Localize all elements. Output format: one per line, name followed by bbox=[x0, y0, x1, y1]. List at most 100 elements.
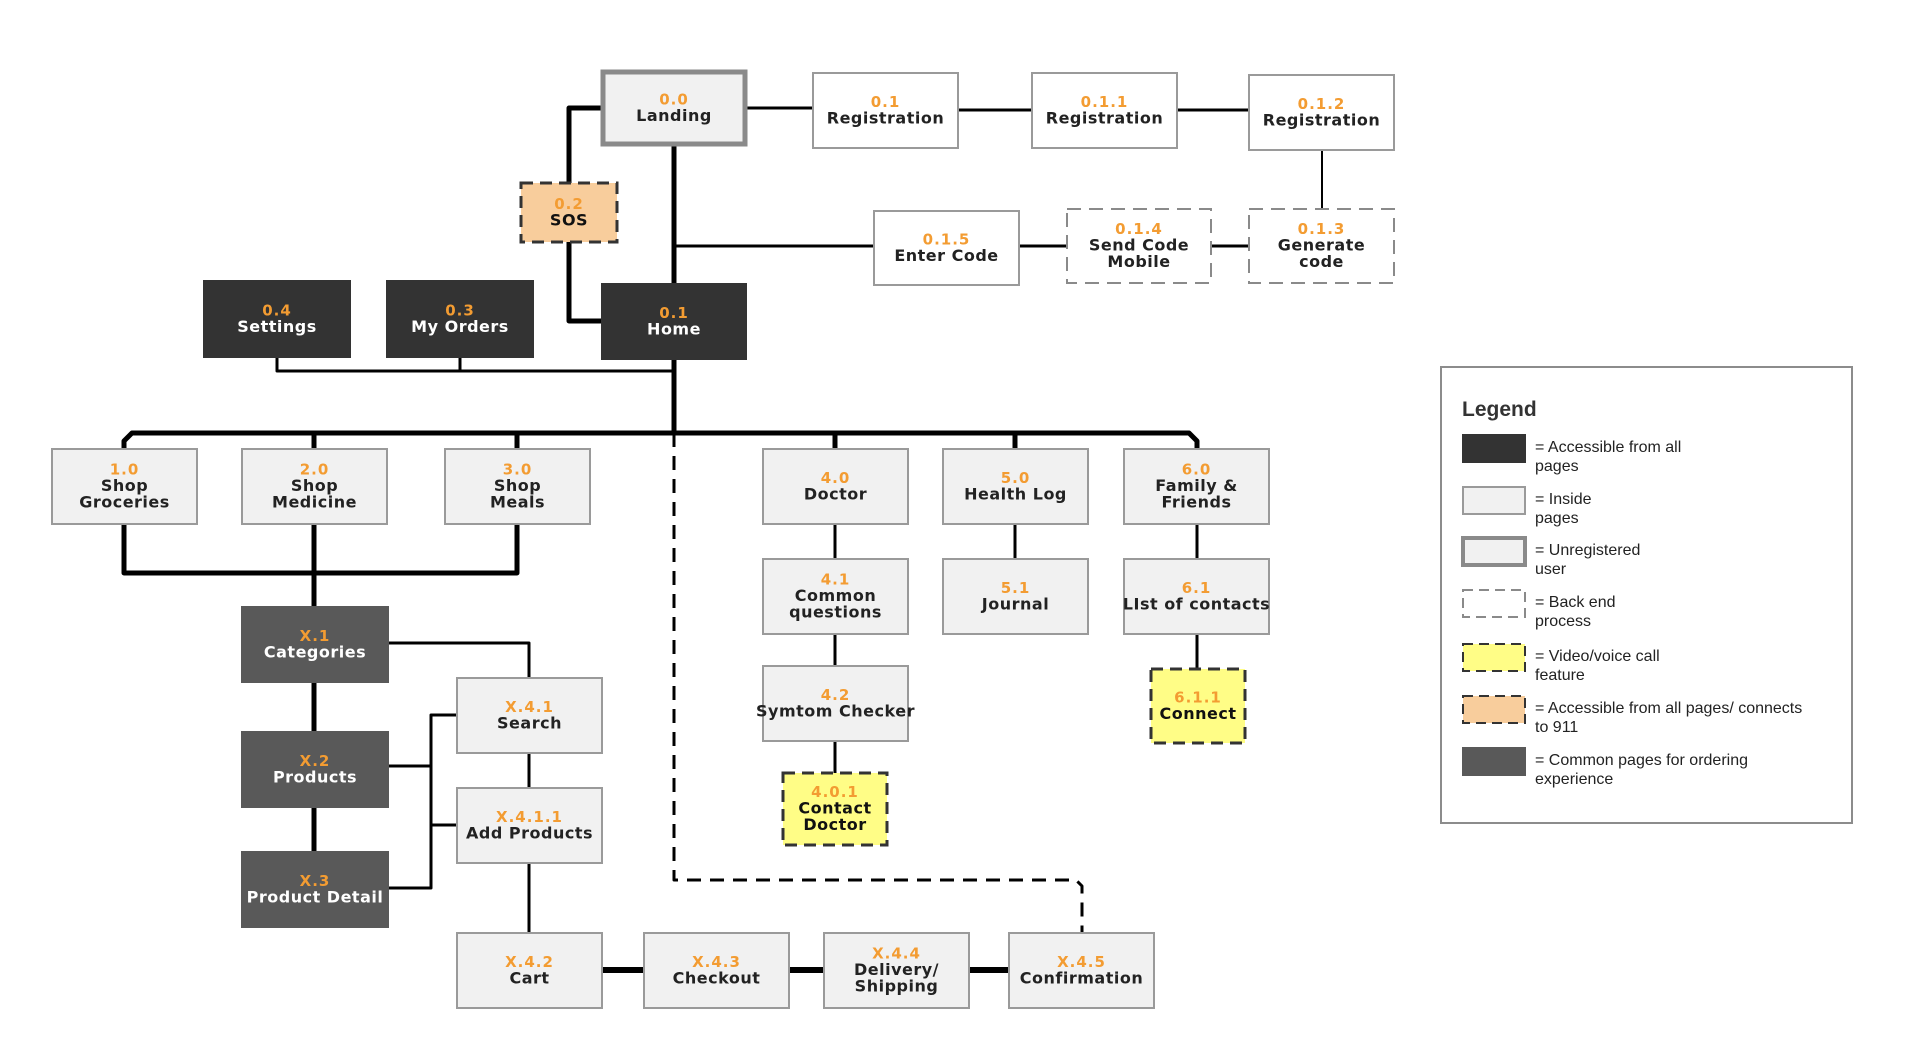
node-number: 0.0 bbox=[659, 90, 689, 108]
node-box bbox=[241, 731, 389, 808]
node-label: Meals bbox=[490, 493, 545, 512]
node-box bbox=[203, 280, 351, 358]
node-label: Generate bbox=[1278, 236, 1365, 255]
node-label: Product Detail bbox=[247, 887, 384, 906]
node-box bbox=[1123, 558, 1270, 635]
node-number: 5.1 bbox=[1001, 579, 1031, 597]
legend-swatch bbox=[1462, 695, 1526, 724]
line-branch-bus bbox=[121, 430, 1200, 449]
legend-text: = Back end bbox=[1535, 594, 1616, 611]
legend-text: process bbox=[1535, 613, 1591, 630]
node-number: 0.1.1 bbox=[1081, 93, 1129, 111]
node-number: 0.1.5 bbox=[923, 230, 971, 248]
node-label: Mobile bbox=[1107, 252, 1170, 271]
node-label: Confirmation bbox=[1020, 968, 1143, 987]
node-label: Common bbox=[795, 586, 876, 605]
legend-swatch bbox=[1462, 589, 1526, 618]
node-number: 0.3 bbox=[445, 301, 475, 319]
node-number: X.1 bbox=[300, 627, 331, 645]
node-box bbox=[1066, 208, 1212, 284]
legend-text: user bbox=[1535, 561, 1567, 578]
node-box bbox=[456, 677, 603, 754]
node-box bbox=[823, 932, 970, 1009]
legend-text: to 911 bbox=[1535, 719, 1578, 736]
line-shops-bus bbox=[121, 524, 520, 576]
node-box bbox=[1248, 74, 1395, 151]
node-number: 0.2 bbox=[554, 195, 584, 213]
node-number: 0.1.4 bbox=[1115, 220, 1163, 238]
node-number: 6.0 bbox=[1182, 461, 1212, 479]
node-n03: 0.3My Orders bbox=[386, 280, 534, 358]
node-box bbox=[873, 210, 1020, 286]
node-box bbox=[1031, 72, 1178, 149]
node-label: Doctor bbox=[804, 484, 867, 503]
legend-text: = Accessible from all bbox=[1535, 439, 1681, 456]
node-box bbox=[1149, 667, 1247, 745]
legend-text: = Unregistered bbox=[1535, 542, 1640, 559]
node-label: Settings bbox=[237, 317, 317, 336]
node-label: Landing bbox=[636, 106, 712, 125]
connectors bbox=[121, 105, 1323, 973]
node-label: Journal bbox=[981, 594, 1049, 613]
node-box bbox=[519, 181, 619, 244]
node-box bbox=[456, 932, 603, 1009]
node-box bbox=[444, 448, 591, 525]
node-box bbox=[241, 606, 389, 683]
node-box bbox=[812, 72, 959, 149]
legend-text: experience bbox=[1535, 771, 1613, 788]
line-search-detail bbox=[388, 713, 457, 890]
node-box bbox=[781, 771, 889, 847]
node-box bbox=[762, 448, 909, 525]
node-label: Add Products bbox=[466, 823, 593, 842]
node-number: X.4.1.1 bbox=[496, 808, 563, 826]
node-label: Send Code bbox=[1089, 236, 1189, 255]
node-number: X.4.1 bbox=[505, 698, 554, 716]
node-label: Shop bbox=[101, 476, 148, 495]
legend-swatch bbox=[1461, 536, 1527, 567]
legend-text: = Common pages for ordering bbox=[1535, 752, 1748, 769]
node-label: code bbox=[1299, 252, 1344, 271]
node-box bbox=[762, 558, 909, 635]
node-label: Medicine bbox=[272, 493, 357, 512]
node-box bbox=[762, 665, 909, 742]
legend-swatch bbox=[1462, 434, 1526, 463]
node-number: X.3 bbox=[300, 872, 331, 890]
legend-swatch bbox=[1462, 486, 1526, 515]
node-label: Enter Code bbox=[894, 246, 998, 265]
node-number: X.2 bbox=[300, 752, 331, 770]
legend-item-unregistered: = Unregistered user bbox=[1461, 536, 1640, 578]
node-number: 4.0 bbox=[821, 469, 851, 487]
node-box bbox=[643, 932, 790, 1009]
node-number: 0.1.3 bbox=[1298, 220, 1346, 238]
legend-text: = Inside bbox=[1535, 491, 1592, 508]
node-label: Cart bbox=[509, 968, 549, 987]
node-box bbox=[942, 558, 1089, 635]
node-label: Doctor bbox=[803, 815, 866, 834]
node-number: 0.4 bbox=[262, 301, 292, 319]
node-number: 0.1.2 bbox=[1298, 95, 1346, 113]
node-box bbox=[241, 448, 388, 525]
